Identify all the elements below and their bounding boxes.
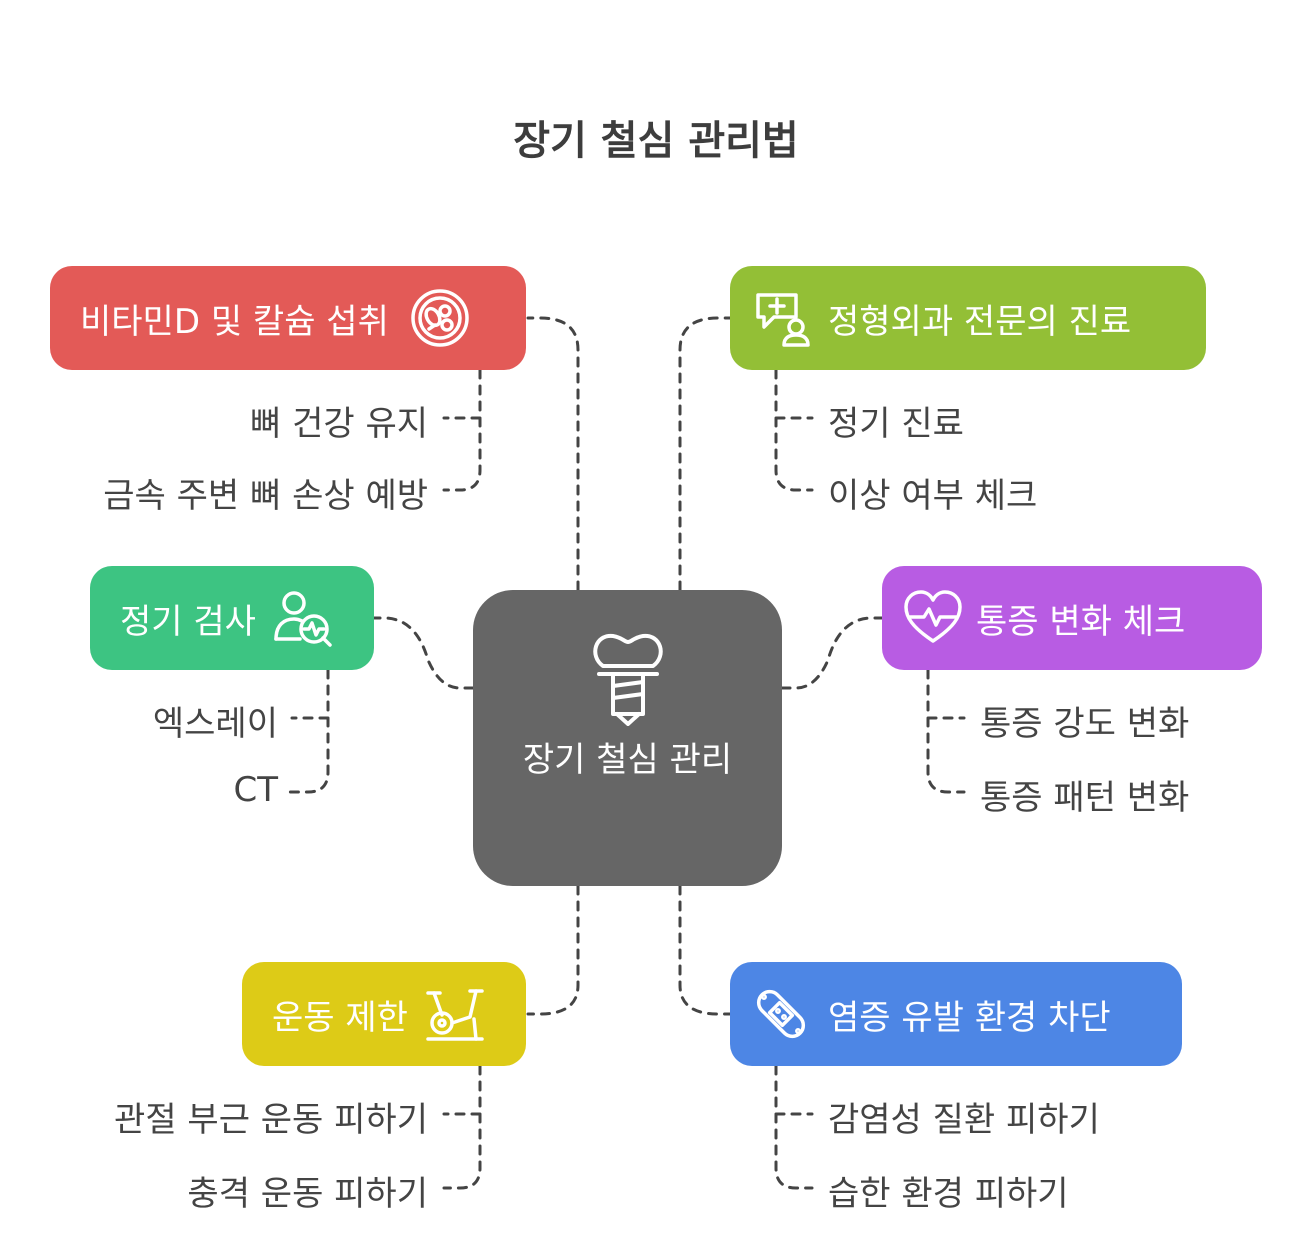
item-avoid-impact-exercise: 충격 운동 피하기 [187, 1174, 428, 1214]
item-regular-visit: 정기 진료 [828, 404, 964, 444]
bandage-icon [748, 981, 814, 1047]
connector-inflammation [678, 884, 732, 1016]
connector-ortho [678, 316, 732, 592]
item-pain-pattern: 통증 패턴 변화 [980, 778, 1190, 818]
item-pain-intensity: 통증 강도 변화 [980, 704, 1190, 744]
connector-checkup [372, 616, 475, 690]
connector-exercise [526, 884, 580, 1016]
item-avoid-humidity: 습한 환경 피하기 [828, 1174, 1069, 1214]
connector-checkup-items [288, 668, 330, 794]
branch-vitamin-calcium: 비타민D 및 칼슘 섭취 [50, 266, 526, 370]
center-node: 장기 철심 관리 [473, 590, 782, 886]
connector-pain [780, 616, 884, 690]
connector-vitamin-items [442, 368, 482, 492]
branch-exercise-limit: 운동 제한 [242, 962, 526, 1066]
item-avoid-joint-exercise: 관절 부근 운동 피하기 [114, 1100, 428, 1140]
item-bone-damage-prevention: 금속 주변 뼈 손상 예방 [103, 476, 428, 516]
item-xray: 엑스레이 [152, 704, 278, 744]
item-bone-health: 뼈 건강 유지 [249, 404, 428, 444]
branch-label: 운동 제한 [272, 997, 408, 1038]
connector-vitamin [526, 316, 580, 592]
food-plate-icon [407, 285, 473, 351]
item-avoid-infection: 감염성 질환 피하기 [828, 1100, 1100, 1140]
patient-checkup-icon [270, 585, 336, 651]
doctor-consult-icon [748, 285, 814, 351]
branch-label: 염증 유발 환경 차단 [828, 997, 1111, 1038]
connector-inflammation-items [774, 1064, 814, 1190]
branch-pain-change: 통증 변화 체크 [882, 566, 1262, 670]
branch-label: 통증 변화 체크 [976, 601, 1186, 642]
connector-exercise-items [442, 1064, 482, 1190]
branch-orthopedic: 정형외과 전문의 진료 [730, 266, 1206, 370]
branch-label: 비타민D 및 칼슘 섭취 [80, 301, 389, 342]
item-ct: CT [233, 770, 278, 810]
center-label: 장기 철심 관리 [522, 740, 733, 780]
connector-pain-items [926, 668, 966, 794]
heartbeat-icon [900, 585, 966, 651]
exercise-bike-icon [422, 981, 488, 1047]
branch-label: 정형외과 전문의 진료 [828, 301, 1132, 342]
diagram-title: 장기 철심 관리법 [513, 118, 799, 164]
item-abnormality-check: 이상 여부 체크 [828, 476, 1038, 516]
branch-label: 정기 검사 [120, 601, 256, 642]
connector-ortho-items [774, 368, 814, 492]
dental-implant-icon [585, 630, 671, 730]
branch-regular-checkup: 정기 검사 [90, 566, 374, 670]
branch-inflammation-block: 염증 유발 환경 차단 [730, 962, 1182, 1066]
